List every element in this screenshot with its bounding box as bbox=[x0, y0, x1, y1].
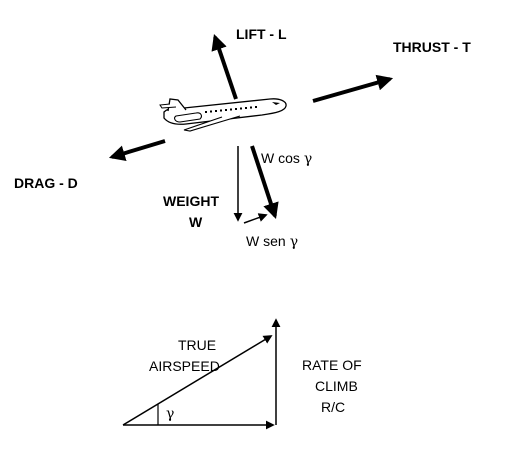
rate-of-climb-line3: R/C bbox=[321, 399, 345, 415]
true-airspeed-line2: AIRSPEED bbox=[149, 358, 220, 374]
rate-of-climb-line1: RATE OF bbox=[302, 357, 362, 373]
rate-of-climb-line2: CLIMB bbox=[315, 378, 358, 394]
weight-label-line2: W bbox=[189, 214, 203, 230]
angle-gamma-label: γ bbox=[166, 406, 174, 422]
true-airspeed-line1: TRUE bbox=[178, 337, 216, 353]
triangle-hypotenuse-arrow bbox=[122, 335, 273, 426]
drag-arrow bbox=[108, 139, 166, 161]
w-sen-label: W sen γ bbox=[246, 233, 298, 250]
w-sen-arrow bbox=[243, 213, 268, 224]
w-cos-arrow bbox=[250, 145, 279, 220]
lift-label: LIFT - L bbox=[236, 26, 287, 42]
w-cos-label: W cos γ bbox=[261, 150, 312, 167]
weight-label-line1: WEIGHT bbox=[163, 193, 219, 209]
thrust-arrow bbox=[312, 74, 394, 103]
thrust-label: THRUST - T bbox=[393, 39, 471, 55]
climb-triangle bbox=[122, 318, 281, 430]
airplane-icon bbox=[159, 98, 287, 132]
lift-arrow bbox=[211, 33, 238, 100]
drag-label: DRAG - D bbox=[14, 175, 78, 191]
